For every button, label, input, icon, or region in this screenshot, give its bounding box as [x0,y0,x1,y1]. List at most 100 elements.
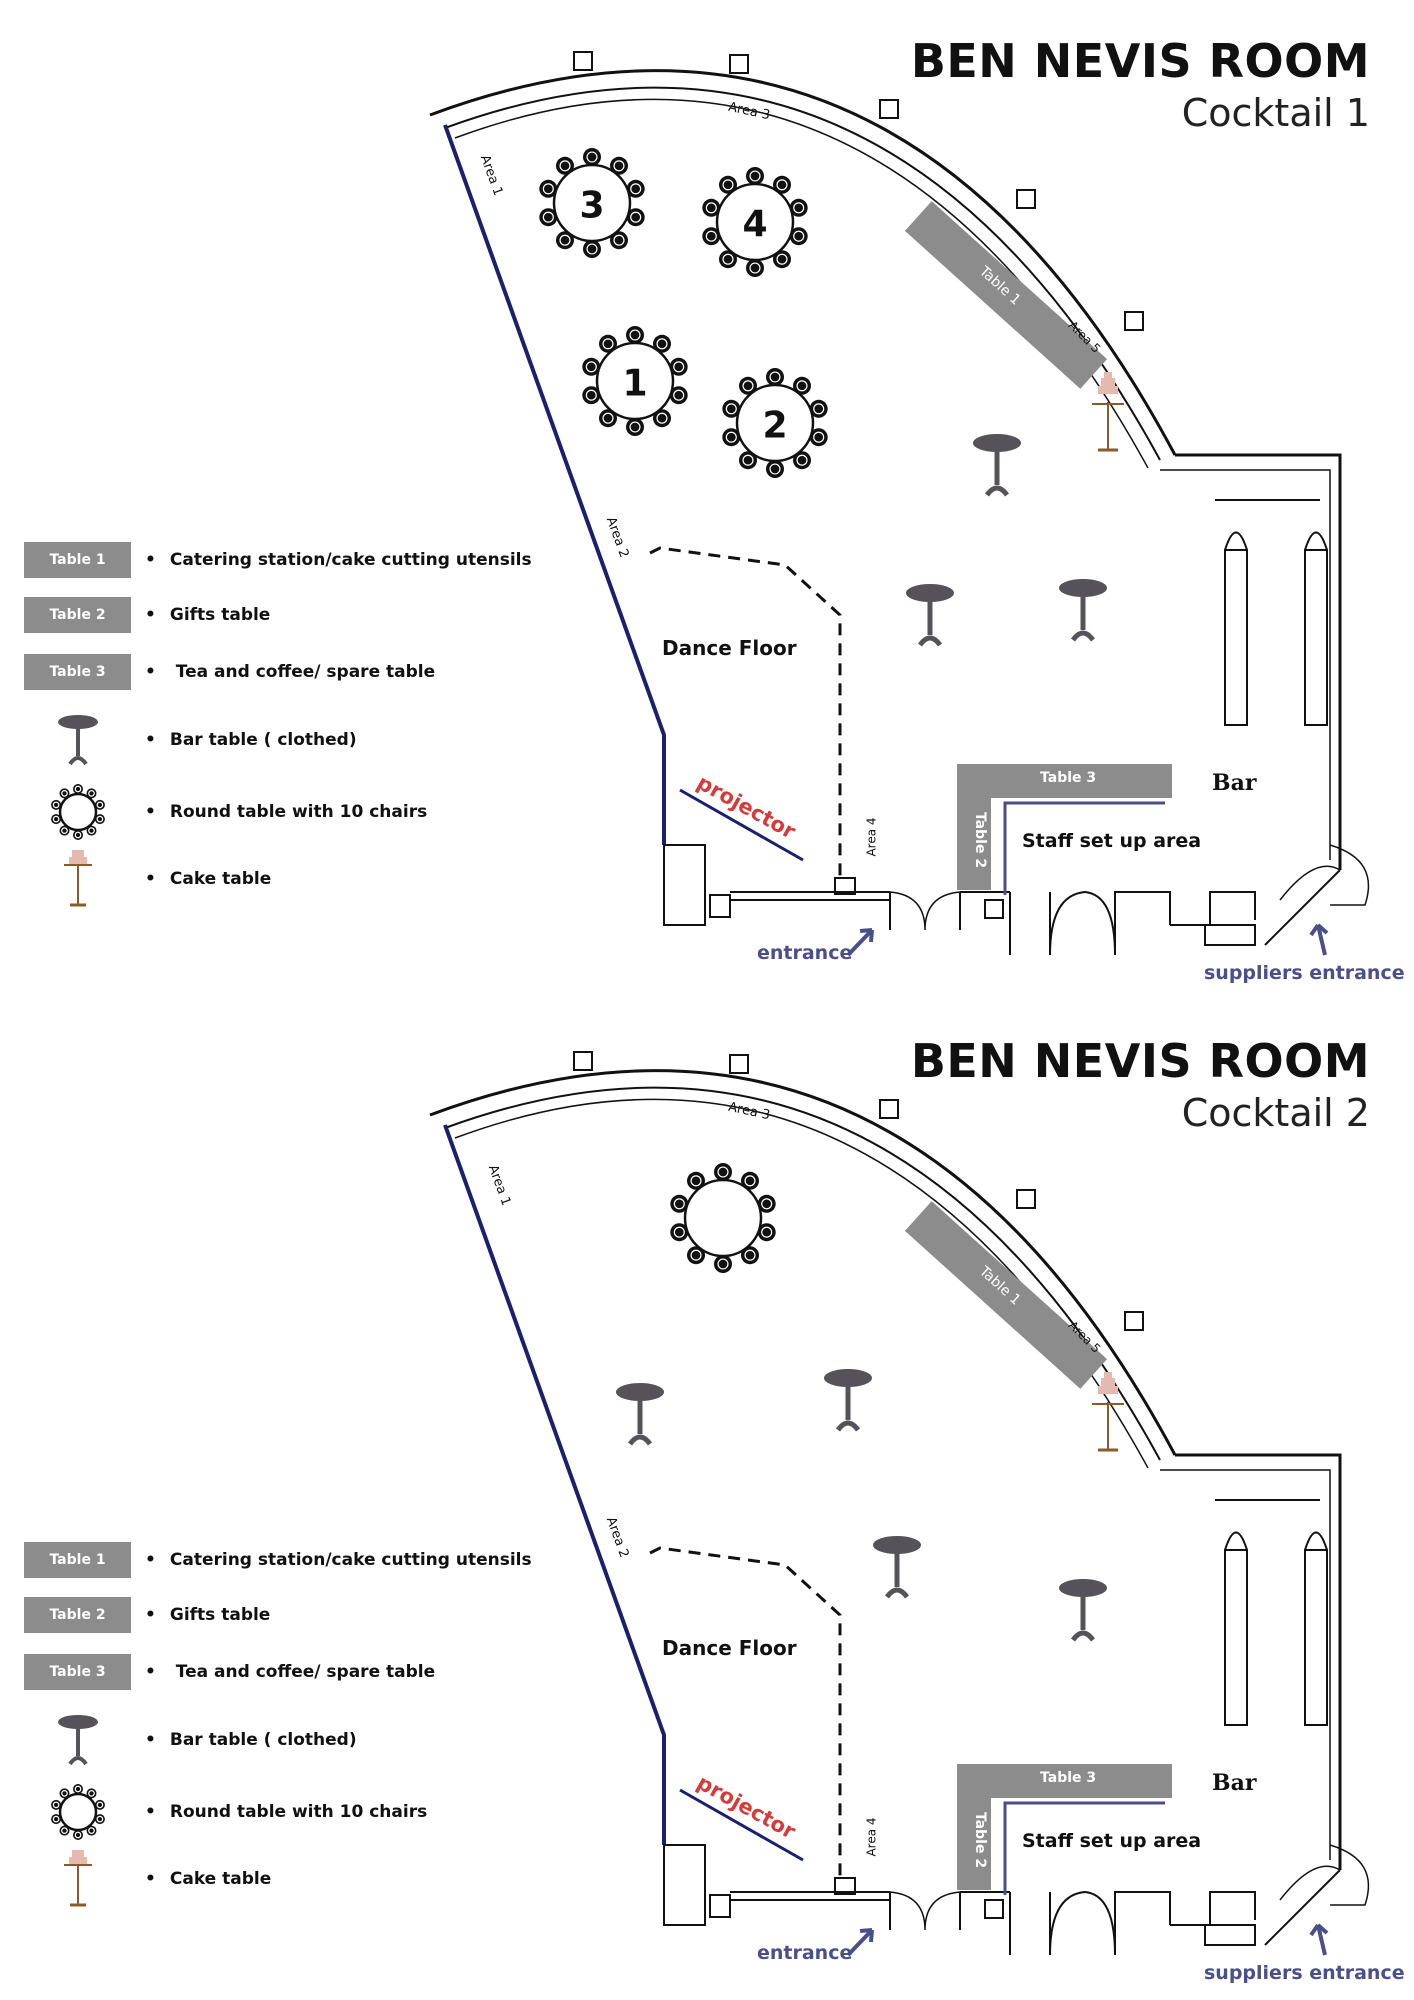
chair [793,451,811,470]
chair [741,1171,759,1190]
table-number: 2 [762,404,787,446]
chair [746,167,764,185]
legend-swatch: Table 2 [24,1597,131,1633]
table-2-label: Table 2 [972,811,989,869]
chair [766,460,784,478]
legend-text: Round table with 10 chairs [145,802,427,822]
chair [72,784,83,794]
chair [86,1788,96,1799]
chair [670,1194,689,1213]
chair [687,1246,705,1265]
chair [94,799,105,810]
legend-text: Cake table [145,1869,271,1889]
plan-title-block: BEN NEVIS ROOM Cocktail 1 [911,38,1370,132]
table-top [683,1178,763,1258]
plan-title-block: BEN NEVIS ROOM Cocktail 2 [911,1038,1370,1132]
room-title: BEN NEVIS ROOM [910,1034,1370,1088]
bar-label: Bar [1212,770,1257,796]
chair [722,428,741,447]
chair [50,814,61,825]
chair [757,1194,776,1213]
legend-item: Round table with 10 chairs [24,784,427,840]
chair [59,788,69,799]
chair [766,368,784,386]
round-table [666,1161,780,1279]
chair [722,399,741,418]
chair [86,825,96,836]
entrance-label: entrance [757,942,853,964]
legend-swatch: Table 2 [24,597,131,633]
chair [669,386,688,405]
legend-text: Cake table [145,869,271,889]
chair [539,208,558,227]
chair [59,1825,69,1836]
chair [599,334,617,353]
cake-table-icon [24,1849,131,1909]
chair [626,418,644,436]
chair [59,1788,69,1799]
bar-table-icon [24,1710,131,1770]
chair [626,326,644,344]
chair [746,259,764,277]
area-4-label: Area 4 [864,1817,879,1857]
legend-item: Cake table [24,1850,271,1907]
table-number: 1 [622,362,647,404]
chair [773,250,791,269]
chair [789,227,808,246]
chair [719,175,737,194]
chair [626,179,645,198]
legend-item: Table 2Gifts table [24,1595,270,1635]
chair [669,357,688,376]
round-table: 3 [535,146,649,264]
bar-label: Bar [1212,1770,1257,1796]
round-table: 2 [718,366,832,484]
chair [687,1171,705,1190]
chair [72,1830,83,1840]
legend-text: Gifts table [145,605,270,625]
chair [583,148,601,166]
chair [653,409,671,428]
chair [739,451,757,470]
legend-text: Bar table ( clothed) [145,1730,357,1750]
table-top [58,792,97,832]
legend-swatch: Table 3 [24,654,131,690]
legend-text: Catering station/cake cutting utensils [145,550,532,570]
legend-item: Cake table [24,850,271,907]
legend-item: Bar table ( clothed) [24,1715,357,1766]
chair [773,175,791,194]
bar-table-icon [24,710,131,770]
dance-floor-label: Dance Floor [662,636,797,660]
chair [50,1799,61,1810]
chair [72,830,83,840]
table-number: 3 [579,184,604,226]
floor-plan-cocktail-2: BEN NEVIS ROOM Cocktail 2 Area 3 Area 1 … [0,1000,1414,2000]
chair [741,1246,759,1265]
dance-floor-label: Dance Floor [662,1636,797,1660]
chair [757,1223,776,1242]
table-top [58,1792,97,1832]
chair [809,428,828,447]
staff-area-label: Staff set up area [1022,1830,1202,1852]
round-table-icon [24,1782,131,1842]
chair [714,1163,732,1181]
suppliers-entrance-label: suppliers entrance [1204,1962,1405,1984]
table-top [715,182,795,262]
chair [94,814,105,825]
chair [670,1223,689,1242]
chair [739,376,757,395]
legend-text: Tea and coffee/ spare table [145,662,435,682]
layout-subtitle: Cocktail 2 [1181,1091,1370,1135]
legend-item: Bar table ( clothed) [24,715,357,766]
legend-swatch: Table 1 [24,1542,131,1578]
legend-text: Catering station/cake cutting utensils [145,1550,532,1570]
suppliers-entrance-label: suppliers entrance [1204,962,1405,984]
chair [556,231,574,250]
staff-area-label: Staff set up area [1022,830,1202,852]
chair [582,357,601,376]
entrance-label: entrance [757,1942,853,1964]
chair [582,386,601,405]
chair [809,399,828,418]
chair [50,1814,61,1825]
legend-text: Round table with 10 chairs [145,1802,427,1822]
